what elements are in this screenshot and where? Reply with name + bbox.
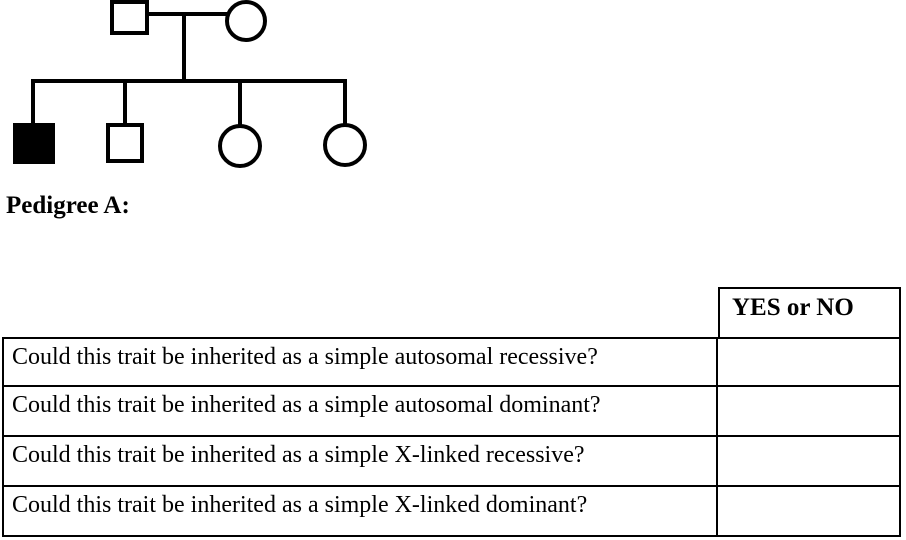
answer-cell[interactable] (718, 437, 901, 485)
father-symbol (110, 0, 149, 35)
table-row: Could this trait be inherited as a simpl… (2, 387, 901, 437)
pedigree-label: Pedigree A: (6, 192, 130, 219)
table-row: Could this trait be inherited as a simpl… (2, 487, 901, 537)
question-table: YES or NO Could this trait be inherited … (2, 287, 901, 537)
header-spacer (2, 287, 718, 337)
table-row: Could this trait be inherited as a simpl… (2, 337, 901, 387)
table-row: Could this trait be inherited as a simpl… (2, 437, 901, 487)
question-cell: Could this trait be inherited as a simpl… (4, 339, 718, 385)
answer-cell[interactable] (718, 387, 901, 435)
mother-symbol (225, 0, 267, 42)
affected-son-symbol (13, 123, 55, 164)
pedigree-diagram (13, 0, 367, 168)
yes-no-header: YES or NO (718, 287, 901, 337)
table-header-row: YES or NO (2, 287, 901, 337)
answer-cell[interactable] (718, 339, 901, 385)
daughter-symbol (323, 123, 367, 167)
question-cell: Could this trait be inherited as a simpl… (4, 387, 718, 435)
daughter-symbol (218, 124, 262, 168)
answer-cell[interactable] (718, 487, 901, 535)
question-cell: Could this trait be inherited as a simpl… (4, 437, 718, 485)
unaffected-son-symbol (106, 123, 144, 163)
question-cell: Could this trait be inherited as a simpl… (4, 487, 718, 535)
